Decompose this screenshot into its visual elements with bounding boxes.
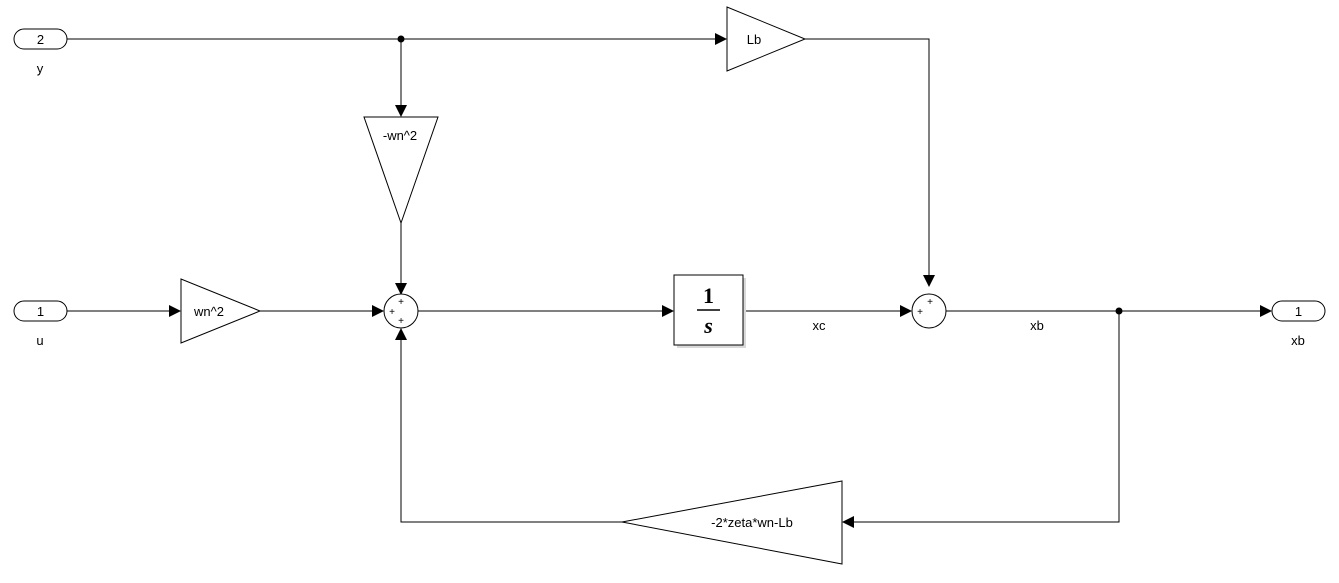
wire-xb-to-feedback-gain[interactable] bbox=[849, 311, 1120, 523]
gain-lb-label: Lb bbox=[747, 32, 761, 47]
sum2-sign-left: + bbox=[917, 307, 923, 318]
arrow-into-lb bbox=[715, 33, 727, 45]
inport-y-label: y bbox=[37, 61, 44, 76]
inport-y-number: 2 bbox=[37, 32, 44, 47]
gain-feedback-label: -2*zeta*wn-Lb bbox=[711, 515, 793, 530]
inport-u[interactable]: 1 bbox=[13, 300, 68, 322]
outport-xb-label: xb bbox=[1291, 333, 1305, 348]
arrow-into-feedback-gain bbox=[842, 516, 854, 528]
arrow-into-integrator bbox=[662, 305, 674, 317]
integrator-numerator: 1 bbox=[703, 283, 714, 308]
gain-feedback-block[interactable]: -2*zeta*wn-Lb bbox=[621, 480, 843, 565]
sum1-block[interactable]: + + + bbox=[383, 293, 419, 329]
arrow-into-sum1-top bbox=[395, 283, 407, 295]
inport-u-number: 1 bbox=[37, 304, 44, 319]
wire-feedback-to-sum1[interactable] bbox=[400, 335, 622, 523]
gain-neg-wn2-label: -wn^2 bbox=[383, 128, 417, 143]
arrow-into-outport bbox=[1260, 305, 1272, 317]
sum2-sign-top: + bbox=[927, 297, 933, 308]
inport-u-label: u bbox=[36, 333, 43, 348]
outport-xb[interactable]: 1 bbox=[1271, 300, 1326, 322]
outport-xb-number: 1 bbox=[1295, 304, 1302, 319]
sum1-sign-bottom: + bbox=[398, 316, 404, 327]
gain-wn2-label: wn^2 bbox=[193, 304, 224, 319]
arrow-into-sum2-left bbox=[900, 305, 912, 317]
sum1-sign-left: + bbox=[389, 307, 395, 318]
wire-lb-to-sum2[interactable] bbox=[805, 38, 930, 280]
integrator-block[interactable]: 1 s bbox=[673, 274, 746, 348]
inport-y[interactable]: 2 bbox=[13, 28, 68, 50]
gain-neg-wn2-block[interactable]: -wn^2 bbox=[363, 116, 439, 225]
arrow-into-wn2 bbox=[169, 305, 181, 317]
sum1-sign-top: + bbox=[398, 297, 404, 308]
integrator-denominator: s bbox=[703, 313, 713, 338]
gain-lb-block[interactable]: Lb bbox=[726, 6, 807, 72]
signal-label-xb: xb bbox=[1030, 318, 1044, 333]
arrow-into-sum1-left bbox=[372, 305, 384, 317]
arrow-into-sum1-bottom bbox=[395, 328, 407, 340]
sum2-block[interactable]: + + bbox=[911, 293, 947, 329]
arrow-into-sum2-top bbox=[923, 275, 935, 287]
arrow-into-neg-wn2 bbox=[395, 105, 407, 117]
gain-wn2-block[interactable]: wn^2 bbox=[180, 278, 262, 344]
signal-label-xc: xc bbox=[813, 318, 827, 333]
